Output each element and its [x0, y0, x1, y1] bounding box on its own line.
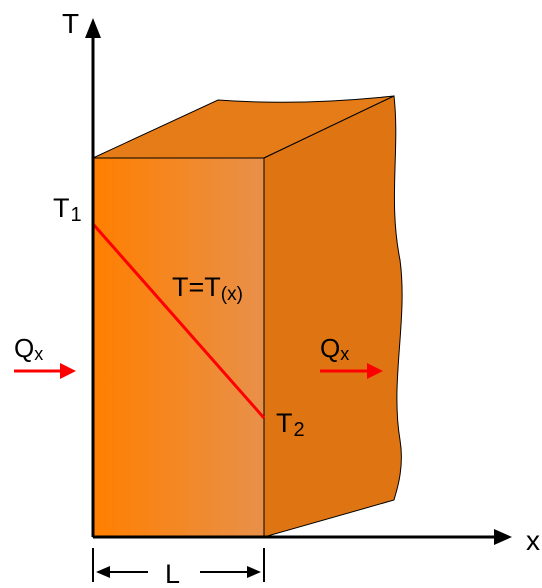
temperature-function-main: T=T: [172, 272, 221, 302]
heat-flow-right-arrowhead: [367, 363, 383, 379]
temperature-function-label: T=T(x): [172, 272, 243, 305]
t-axis-arrowhead: [85, 18, 101, 38]
t1-label: T1: [53, 193, 82, 226]
slab-side-face: [263, 95, 403, 538]
length-arrow-left-head: [96, 566, 110, 578]
slab-front-face: [92, 157, 265, 538]
slab-top-face: [92, 95, 395, 159]
heat-flow-left-sub: x: [34, 344, 43, 364]
x-axis-arrowhead: [494, 529, 512, 545]
heat-flow-left-arrowhead: [60, 363, 76, 379]
length-arrow-right-head: [247, 566, 261, 578]
heat-flow-right-main: Q: [320, 333, 340, 363]
t2-label-sub: 2: [294, 419, 305, 441]
heat-flow-right-label: Qx: [320, 333, 349, 364]
t1-label-main: T: [53, 193, 70, 223]
heat-flow-left-label: Qx: [14, 333, 43, 364]
heat-flow-right-sub: x: [340, 344, 349, 364]
heat-flow-left-main: Q: [14, 333, 34, 363]
t2-label-main: T: [276, 408, 293, 438]
axis-x-label: x: [526, 525, 540, 556]
axis-t-label: T: [62, 8, 79, 39]
temperature-function-sub: (x): [221, 284, 243, 305]
t1-label-sub: 1: [71, 204, 82, 226]
t2-label: T2: [276, 408, 305, 441]
temperature-profile-line: [91, 223, 266, 419]
length-label: L: [165, 559, 180, 588]
